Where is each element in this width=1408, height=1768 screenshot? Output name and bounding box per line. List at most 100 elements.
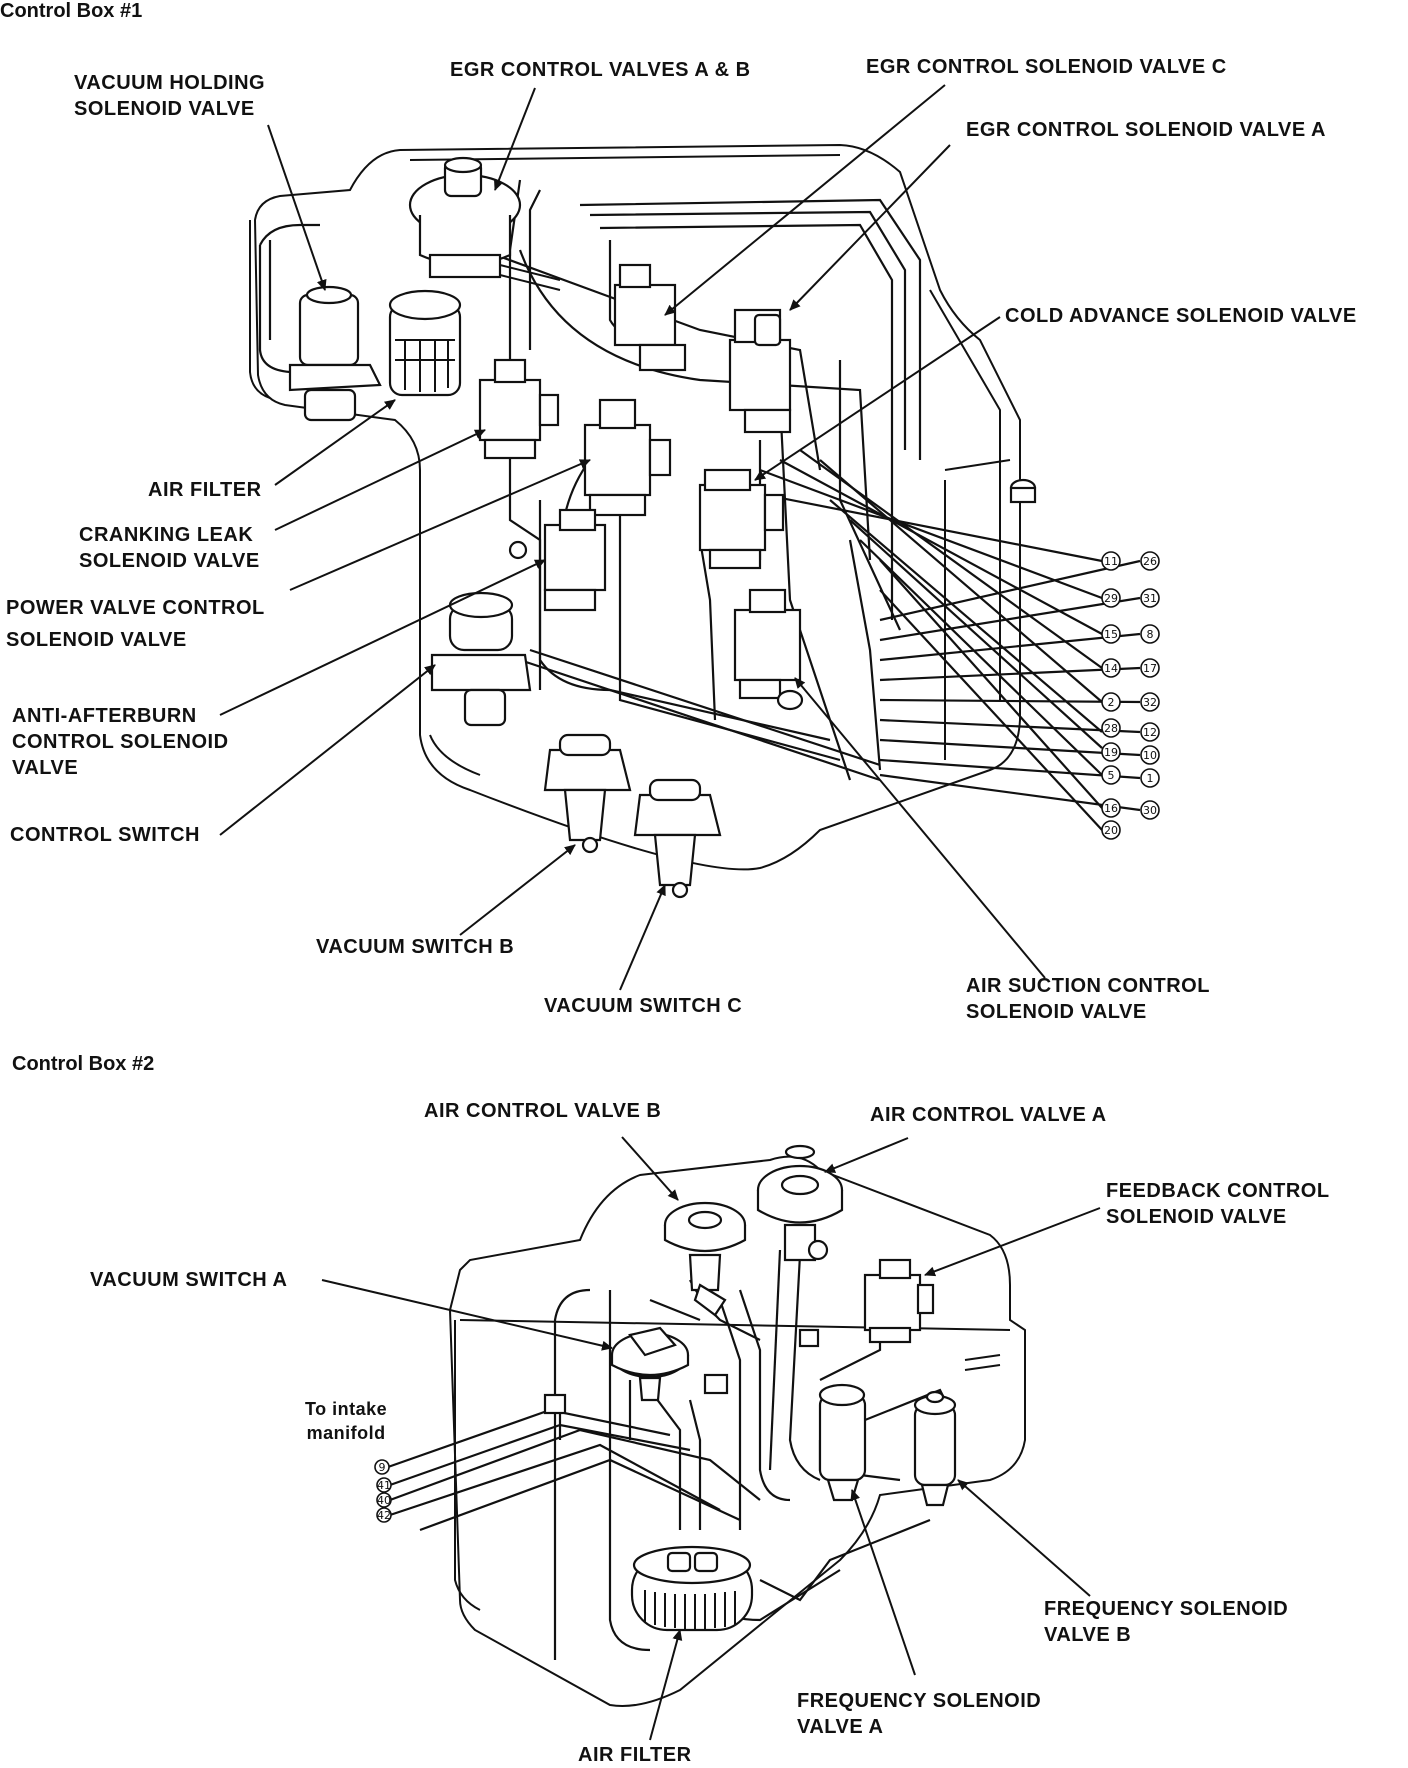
egr-control-solenoid-c-part (613, 263, 687, 372)
label-line: To intake (305, 1399, 388, 1419)
port-number: 26 (1143, 555, 1157, 568)
label-vacuum-switch-a: VACUUM SWITCH A (90, 1269, 288, 1291)
port-circle (1101, 588, 1121, 608)
anti-afterburn-solenoid-part (508, 508, 607, 612)
port-number: 12 (1143, 726, 1157, 739)
power-valve-control-solenoid-part (583, 398, 672, 517)
control-switch-part (430, 591, 532, 727)
air-filter-box1-part (388, 289, 462, 397)
port-number: 40 (377, 1494, 391, 1507)
box2-intake-harness (387, 1408, 761, 1532)
box2-tee-fittings (543, 1328, 820, 1415)
port-circle (1101, 718, 1121, 738)
label-control-switch: CONTROL SWITCH (10, 824, 200, 846)
box1-base (429, 734, 481, 776)
label-egr-control-valves-ab: EGR CONTROL VALVES A & B (450, 59, 751, 81)
port-number: 11 (1104, 555, 1118, 568)
port-number: 19 (1104, 746, 1118, 759)
port-circle (1101, 624, 1121, 644)
label-line: SOLENOID VALVE (79, 550, 260, 572)
label-air-control-valve-b: AIR CONTROL VALVE B (424, 1100, 662, 1122)
label-line: SOLENOID VALVE (6, 629, 187, 651)
label-frequency-solenoid-b: FREQUENCY SOLENOID VALVE B (1044, 1596, 1288, 1648)
port-number: 15 (1104, 628, 1118, 641)
port-circle (1140, 658, 1160, 678)
box2-outline (448, 1155, 1026, 1707)
port-circle (1101, 742, 1121, 762)
cold-advance-solenoid-part (698, 468, 785, 570)
label-line: AIR SUCTION CONTROL (966, 975, 1210, 997)
port-circle (1140, 722, 1160, 742)
port-number: 32 (1143, 696, 1157, 709)
label-line: FREQUENCY SOLENOID (1044, 1598, 1289, 1620)
label-cranking-leak-solenoid: CRANKING LEAK SOLENOID VALVE (79, 522, 260, 574)
egr-control-valves-ab-part (408, 156, 561, 291)
vacuum-holding-solenoid-part (288, 285, 382, 422)
box1-pointers (219, 84, 1046, 991)
label-line: FEEDBACK CONTROL (1106, 1180, 1330, 1202)
control-box-2-drawing: 9 41 40 42 (321, 1136, 1101, 1741)
label-line: SOLENOID VALVE (1106, 1206, 1287, 1228)
feedback-control-solenoid-part (863, 1258, 935, 1344)
label-egr-control-solenoid-a: EGR CONTROL SOLENOID VALVE A (966, 119, 1326, 141)
port-circle (1101, 798, 1121, 818)
port-number: 10 (1143, 749, 1157, 762)
port-number: 9 (379, 1461, 386, 1474)
label-air-filter-box2: AIR FILTER (578, 1744, 692, 1766)
frequency-solenoid-a-part (818, 1383, 867, 1502)
box2-pointers (321, 1136, 1101, 1741)
box2-ports: 9 41 40 42 (374, 1459, 392, 1523)
label-vacuum-holding-solenoid: VACUUM HOLDING SOLENOID VALVE (74, 70, 265, 122)
port-number: 28 (1104, 722, 1118, 735)
port-circle (1140, 768, 1160, 788)
label-line: ANTI-AFTERBURN (12, 705, 197, 727)
label-line: VACUUM HOLDING (74, 72, 266, 94)
port-number: 41 (377, 1479, 391, 1492)
egr-control-solenoid-a-part (728, 308, 792, 434)
label-air-filter-box1: AIR FILTER (148, 479, 262, 501)
label-cold-advance-solenoid: COLD ADVANCE SOLENOID VALVE (1005, 305, 1357, 327)
port-circle (374, 1459, 390, 1475)
box2-side (454, 1320, 481, 1611)
port-number: 20 (1104, 824, 1118, 837)
port-circle (1140, 692, 1160, 712)
label-frequency-solenoid-a: FREQUENCY SOLENOID VALVE A (797, 1688, 1041, 1740)
port-circle (1101, 692, 1121, 712)
port-number: 5 (1108, 769, 1115, 782)
air-filter-box2-part (630, 1545, 754, 1632)
label-line: POWER VALVE CONTROL (6, 597, 265, 619)
port-circle (1140, 551, 1160, 571)
label-air-control-valve-a: AIR CONTROL VALVE A (870, 1104, 1107, 1126)
label-air-suction-control-solenoid: AIR SUCTION CONTROL SOLENOID VALVE (966, 973, 1210, 1025)
port-number: 17 (1143, 662, 1157, 675)
port-number: 42 (377, 1509, 391, 1522)
label-to-intake-manifold: To intake manifold (305, 1397, 387, 1445)
port-circle (1140, 624, 1160, 644)
vacuum-switch-a-part (610, 1326, 690, 1402)
label-line: VALVE A (797, 1716, 884, 1738)
frequency-solenoid-b-part (913, 1390, 957, 1507)
port-number: 31 (1143, 592, 1157, 605)
port-circle (1101, 820, 1121, 840)
label-line: SOLENOID VALVE (74, 98, 255, 120)
label-line: CONTROL SOLENOID (12, 731, 229, 753)
cranking-leak-solenoid-part (478, 358, 560, 460)
vacuum-switch-c-part (633, 778, 722, 899)
port-number: 14 (1104, 662, 1118, 675)
label-line: VALVE B (1044, 1624, 1132, 1646)
port-number: 8 (1147, 628, 1154, 641)
box1-top-edge (409, 154, 841, 161)
label-vacuum-switch-b: VACUUM SWITCH B (316, 936, 515, 958)
air-control-valve-a-part (756, 1144, 844, 1262)
box1-title: Control Box #1 (0, 0, 143, 22)
port-circle (1140, 800, 1160, 820)
label-power-valve-control-solenoid: POWER VALVE CONTROL SOLENOID VALVE (6, 592, 265, 656)
label-line: VALVE (12, 757, 79, 779)
box1-cap-knob (1009, 478, 1037, 504)
port-number: 1 (1147, 772, 1154, 785)
label-feedback-control-solenoid: FEEDBACK CONTROL SOLENOID VALVE (1106, 1178, 1330, 1230)
port-number: 30 (1143, 804, 1157, 817)
port-number: 16 (1104, 802, 1118, 815)
